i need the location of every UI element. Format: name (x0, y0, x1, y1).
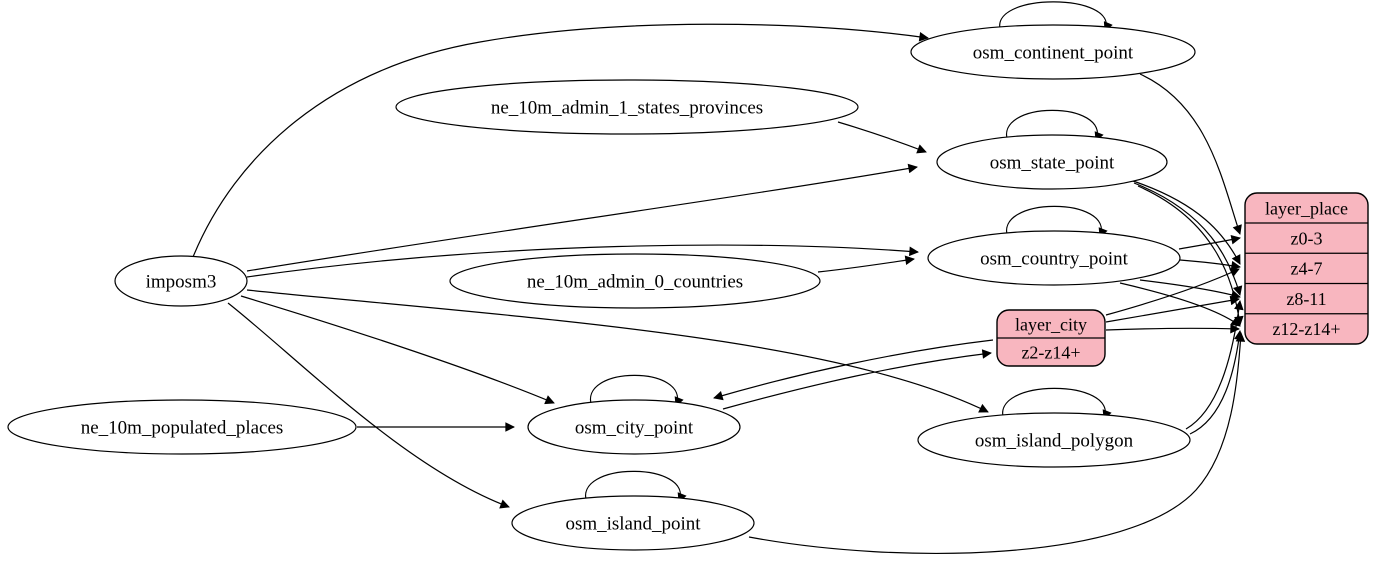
table-node-ne_10m_populated_places: ne_10m_populated_places (7, 399, 357, 455)
table-node-osm_country_point: osm_country_point (927, 230, 1181, 286)
table-node-label: osm_state_point (990, 153, 1115, 174)
edge-imposm3-osm-island-polygon (246, 289, 989, 413)
table-node-label: osm_city_point (575, 418, 694, 439)
edge-imposm3-osm-state-point (246, 163, 918, 272)
layer-node-title: layer_place (1265, 198, 1348, 218)
table-node-shape (936, 134, 1168, 190)
table-node-osm_continent_point: osm_continent_point (910, 24, 1196, 80)
edge-osm-country-point-layer-place-z8-11 (1139, 279, 1241, 300)
self-loop-edge-osm-country-point-osm-country-point (1005, 205, 1108, 239)
edge-osm-country-point-layer-place-z4-7 (1179, 259, 1241, 271)
record-row-z4-7: z4-7 (1291, 259, 1323, 279)
table-node-shape (395, 79, 859, 135)
edge-imposm3-osm-island-point (227, 302, 510, 509)
table-node-label: ne_10m_admin_0_countries (527, 272, 743, 293)
table-node-shape (7, 399, 357, 455)
table-node-shape (910, 24, 1196, 80)
self-loop-edge-osm-continent-point-osm-continent-point (999, 1, 1113, 33)
table-node-osm_island_polygon: osm_island_polygon (917, 412, 1191, 468)
table-node-shape (917, 412, 1191, 468)
edge-layer-city-layer-place-z4-7 (1105, 268, 1240, 316)
table-node-shape (511, 495, 755, 551)
table-node-label: osm_island_polygon (975, 431, 1134, 452)
table-node-shape (927, 230, 1181, 286)
table-node-label: osm_island_point (565, 514, 701, 535)
table-node-osm_state_point: osm_state_point (936, 134, 1168, 190)
table-node-ne_10m_admin_1_states_provinces: ne_10m_admin_1_states_provinces (395, 79, 859, 135)
edge-ne-10m-admin-1-states-provinces-osm-state-point (837, 121, 927, 154)
edge-imposm3-osm-country-point (246, 244, 919, 278)
table-node-osm_city_point: osm_city_point (527, 399, 741, 455)
layer-node-layer_city: layer_city z2-z14+ (996, 309, 1106, 367)
edge-osm-island-point-layer-place-z12-z14+ (748, 332, 1246, 555)
edge-layer-city-layer-place-z12-z14+ (1105, 323, 1240, 334)
edge-osm-island-polygon-layer-place-z12-z14+ (1189, 330, 1244, 435)
edge-osm-island-polygon-layer-place-z8-11 (1185, 300, 1244, 430)
table-node-label: imposm3 (146, 272, 217, 293)
layer-node-title: layer_city (1015, 314, 1087, 334)
edge-osm-city-point-layer-city-z2-z14+ (722, 349, 992, 410)
table-node-label: ne_10m_populated_places (81, 418, 284, 439)
self-loop-edge-osm-island-point-osm-island-point (584, 470, 687, 504)
table-node-shape (449, 253, 821, 309)
edge-ne-10m-admin-0-countries-osm-country-point (817, 255, 915, 273)
record-row-z2-z14+: z2-z14+ (1021, 342, 1080, 362)
edge-osm-country-point-layer-place-z12-z14+ (1119, 282, 1241, 327)
table-node-imposm3: imposm3 (114, 255, 248, 307)
table-node-ne_10m_admin_0_countries: ne_10m_admin_0_countries (449, 253, 821, 309)
edge-layer-city-layer-place-z8-11 (1105, 295, 1240, 323)
node-layer: imposm3 ne_10m_admin_1_states_provincesne… (7, 24, 1369, 551)
edge-osm-state-point-layer-place-z4-7 (1129, 179, 1241, 265)
edge-osm-continent-point-layer-place-z0-3 (1139, 73, 1242, 235)
self-loop-edge-osm-city-point-osm-city-point (589, 374, 684, 408)
edge-layer (192, 1, 1246, 555)
self-loop-edge-osm-state-point-osm-state-point (1005, 109, 1104, 143)
table-node-shape (527, 399, 741, 455)
layer-node-box (1244, 192, 1369, 345)
table-node-osm_island_point: osm_island_point (511, 495, 755, 551)
layer-node-layer_place: layer_place z0-3 z4-7 z8-11 z12-z14+ (1244, 192, 1369, 345)
record-row-z8-11: z8-11 (1286, 289, 1326, 309)
record-row-z0-3: z0-3 (1291, 228, 1323, 248)
table-node-label: osm_country_point (980, 249, 1128, 270)
table-node-shape (114, 255, 248, 307)
edge-layer-city-osm-city-point (713, 339, 994, 401)
edge-osm-state-point-layer-place-z8-11 (1133, 182, 1243, 296)
edge-imposm3-osm-continent-point (192, 23, 929, 258)
edge-imposm3-osm-city-point (240, 295, 555, 405)
table-node-label: osm_continent_point (973, 43, 1134, 64)
table-node-label: ne_10m_admin_1_states_provinces (491, 98, 763, 119)
record-row-z12-z14+: z12-z14+ (1272, 319, 1340, 339)
self-loop-edge-osm-island-polygon-osm-island-polygon (1002, 387, 1112, 421)
